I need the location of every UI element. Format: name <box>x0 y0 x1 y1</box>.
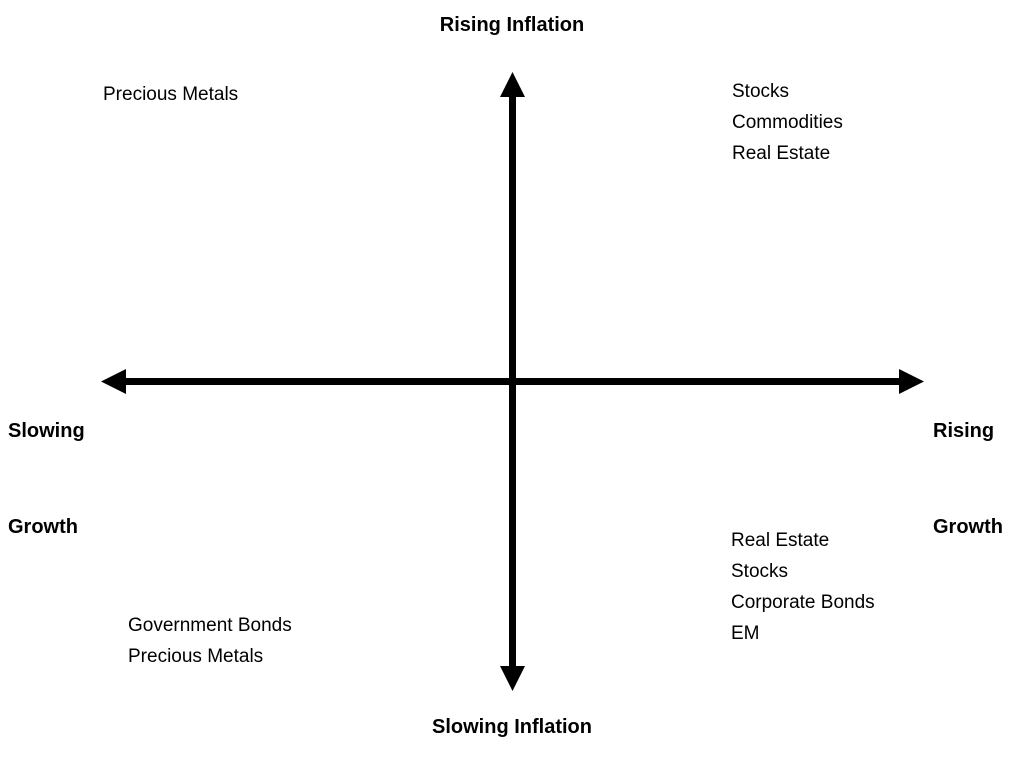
asset-item: EM <box>731 623 760 644</box>
quadrant-top-right-list: Stocks Commodities Real Estate <box>732 76 843 169</box>
asset-item: Stocks <box>731 561 789 582</box>
asset-item: Corporate Bonds <box>731 592 875 613</box>
horizontal-axis-line <box>120 378 905 385</box>
asset-item: Real Estate <box>731 530 830 551</box>
asset-item: Precious Metals <box>128 646 264 667</box>
asset-item: Precious Metals <box>103 84 239 105</box>
axis-label-rising-growth: Rising Growth <box>933 351 1003 607</box>
up-arrowhead-icon <box>500 72 525 97</box>
axis-label-slowing-inflation: Slowing Inflation <box>432 716 592 738</box>
axis-group <box>101 72 924 691</box>
asset-item: Stocks <box>732 81 790 102</box>
quadrant-top-left-list: Precious Metals <box>103 79 238 110</box>
asset-item: Commodities <box>732 112 843 133</box>
asset-item: Real Estate <box>732 143 831 164</box>
left-arrowhead-icon <box>101 369 126 394</box>
axis-label-slowing-growth: Slowing Growth <box>8 351 85 607</box>
quadrant-bottom-right-list: Real Estate Stocks Corporate Bonds EM <box>731 525 875 649</box>
axis-label-line: Growth <box>8 516 78 538</box>
axis-label-line: Growth <box>933 516 1003 538</box>
axis-label-line: Rising <box>933 420 995 442</box>
right-arrowhead-icon <box>899 369 924 394</box>
down-arrowhead-icon <box>500 666 525 691</box>
axis-label-rising-inflation: Rising Inflation <box>439 14 585 36</box>
axis-label-line: Slowing <box>8 420 85 442</box>
quadrant-bottom-left-list: Government Bonds Precious Metals <box>128 610 292 672</box>
asset-item: Government Bonds <box>128 615 292 636</box>
